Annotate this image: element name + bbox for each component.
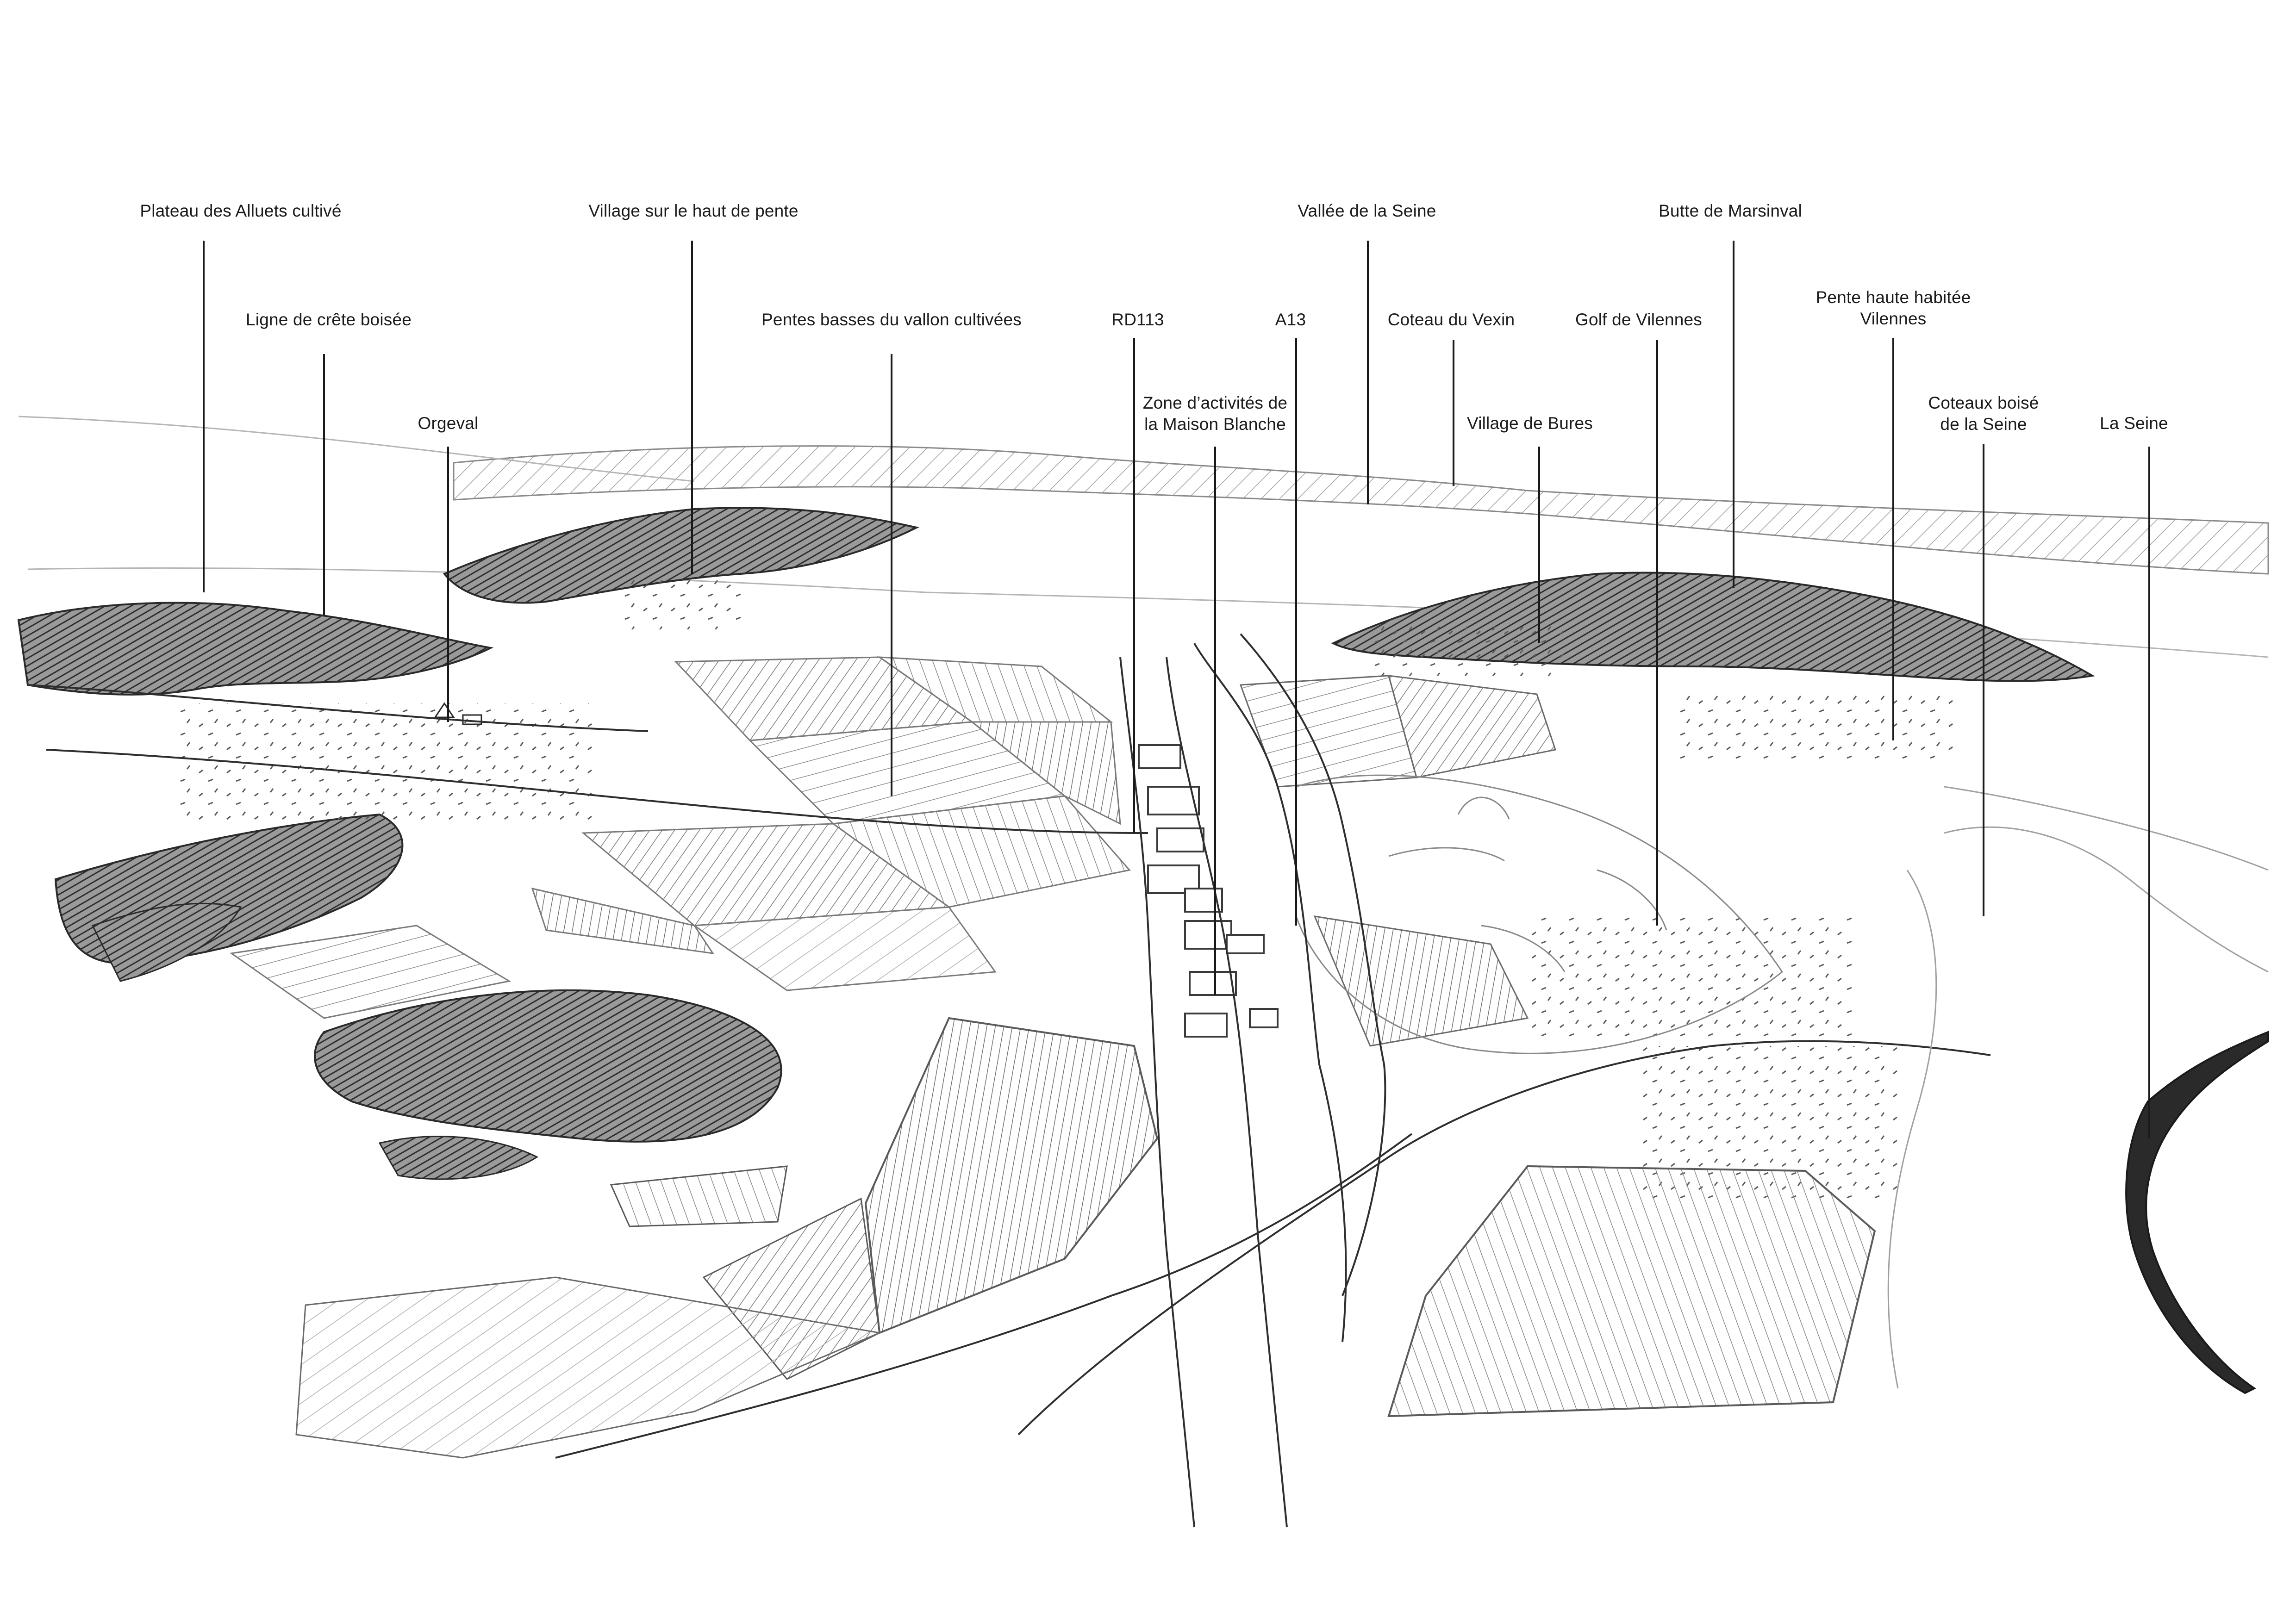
roads: [27, 633, 1991, 1528]
label-rd113: RD113: [1111, 310, 1164, 329]
crest-woods: [17, 507, 919, 696]
label-village-haut-pente: Village sur le haut de pente: [588, 201, 799, 220]
label-pente-haute: Pente haute habitée Vilennes: [1816, 287, 1971, 330]
label-orgeval: Orgeval: [418, 414, 479, 433]
golf-course: [1295, 774, 1784, 1054]
label-village-bures: Village de Bures: [1467, 414, 1593, 433]
label-ligne-crete: Ligne de crête boisée: [245, 310, 412, 329]
fields: [230, 656, 1876, 1459]
label-coteaux-boise: Coteaux boisé de la Seine: [1928, 392, 2039, 435]
seine-river: [2125, 1031, 2269, 1394]
valley-woods: [54, 813, 782, 1180]
label-butte-marsinval: Butte de Marsinval: [1658, 201, 1803, 220]
industrial-buildings: [1138, 744, 1279, 1038]
label-a13: A13: [1275, 310, 1306, 329]
label-vallee-seine: Vallée de la Seine: [1298, 201, 1436, 220]
label-coteaux-boise-line1: Coteaux boisé: [1928, 393, 2039, 412]
label-zone-activites-line2: la Maison Blanche: [1144, 415, 1286, 434]
leader-lines: [203, 241, 2150, 1138]
label-pente-haute-line1: Pente haute habitée: [1816, 288, 1971, 307]
label-pentes-basses: Pentes basses du vallon cultivées: [761, 310, 1022, 329]
label-la-seine: La Seine: [2100, 414, 2168, 433]
label-coteau-vexin: Coteau du Vexin: [1387, 310, 1515, 329]
label-zone-activites: Zone d’activités de la Maison Blanche: [1143, 392, 1287, 435]
label-plateau-alluets: Plateau des Alluets cultivé: [140, 201, 342, 220]
seine-slopes: [1887, 786, 2269, 1389]
label-pente-haute-line2: Vilennes: [1860, 309, 1927, 328]
label-coteaux-boise-line2: de la Seine: [1940, 415, 2027, 434]
label-golf-vilennes: Golf de Vilennes: [1575, 310, 1703, 329]
label-zone-activites-line1: Zone d’activités de: [1142, 393, 1288, 412]
